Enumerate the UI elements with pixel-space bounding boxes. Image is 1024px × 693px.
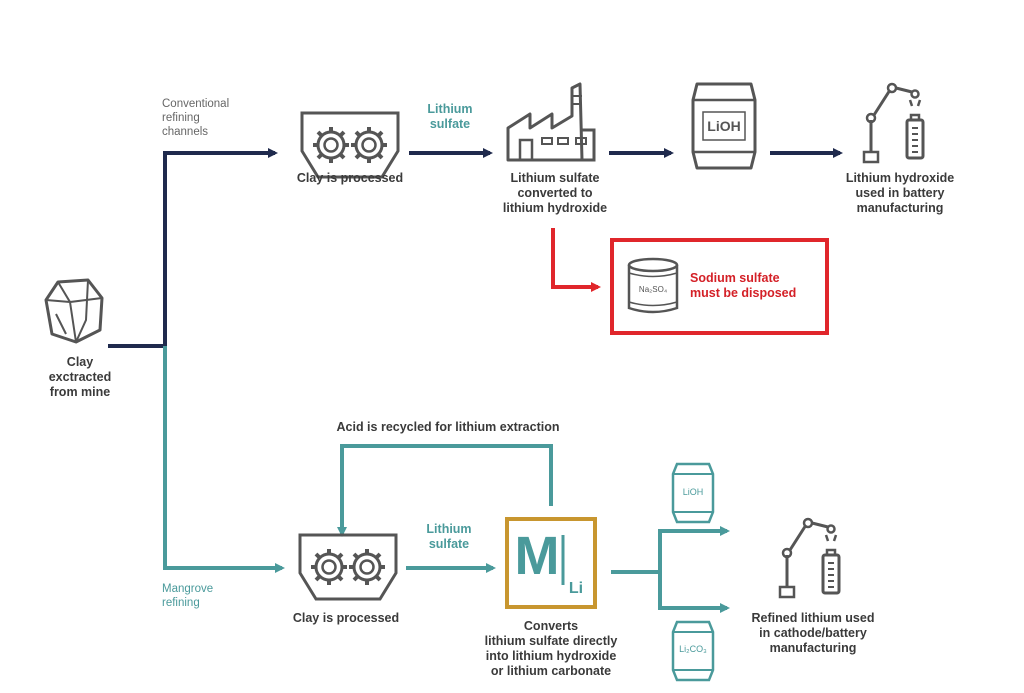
battery-bottom-label: Refined lithium used in cathode/battery … [751,611,875,655]
mangrove-logo-li: Li [568,580,584,597]
conventional-branch-line [108,148,278,348]
arrow-to-lioh-output [658,526,730,608]
lioh-small-barrel-icon [671,462,715,524]
lithium-sulfate-bottom-label: Lithium sulfate [426,522,472,551]
na2so4-can-label: Na₂SO₄ [638,285,668,294]
battery-top-label: Lithium hydroxide used in battery manufa… [845,171,955,215]
clay-source-label: Clay exctracted from mine [48,355,112,399]
rock-icon [44,278,104,344]
li2co3-small-label: Li₂CO₃ [679,644,707,654]
acid-recycle-label: Acid is recycled for lithium extraction [336,420,560,434]
acid-recycle-loop [337,444,553,537]
mangrove-converts-label: Converts lithium sulfate directly into l… [484,619,618,678]
crusher-icon-top [300,111,400,179]
mangrove-branch-line [163,346,285,573]
li2co3-small-barrel-icon [671,620,715,682]
sodium-sulfate-can-icon [627,257,679,314]
lioh-barrel-label: LiOH [707,118,741,134]
robot-arm-icon-top [862,82,925,164]
crusher-icon-bottom [298,533,398,601]
sodium-sulfate-box [610,238,829,335]
clay-processed-top-label: Clay is processed [296,171,404,185]
conventional-branch-label: Conventional refining channels [162,98,230,138]
clay-processed-bottom-label: Clay is processed [292,611,400,625]
mangrove-branch-label: Mangrove refining [162,583,214,609]
lioh-small-label: LiOH [682,487,704,497]
sodium-sulfate-label: Sodium sulfate must be disposed [690,271,797,300]
mangrove-logo-m: M [514,526,560,586]
factory-icon [506,82,596,162]
arrow-to-li2co3-output [658,531,730,613]
factory-label: Lithium sulfate converted to lithium hyd… [502,171,608,215]
lithium-sulfate-top-label: Lithium sulfate [427,102,473,131]
lioh-barrel-icon [691,82,757,170]
robot-arm-icon-bottom [778,517,841,599]
mangrove-logo-icon [505,517,597,609]
arrow-to-sodium-sulfate [551,228,601,292]
